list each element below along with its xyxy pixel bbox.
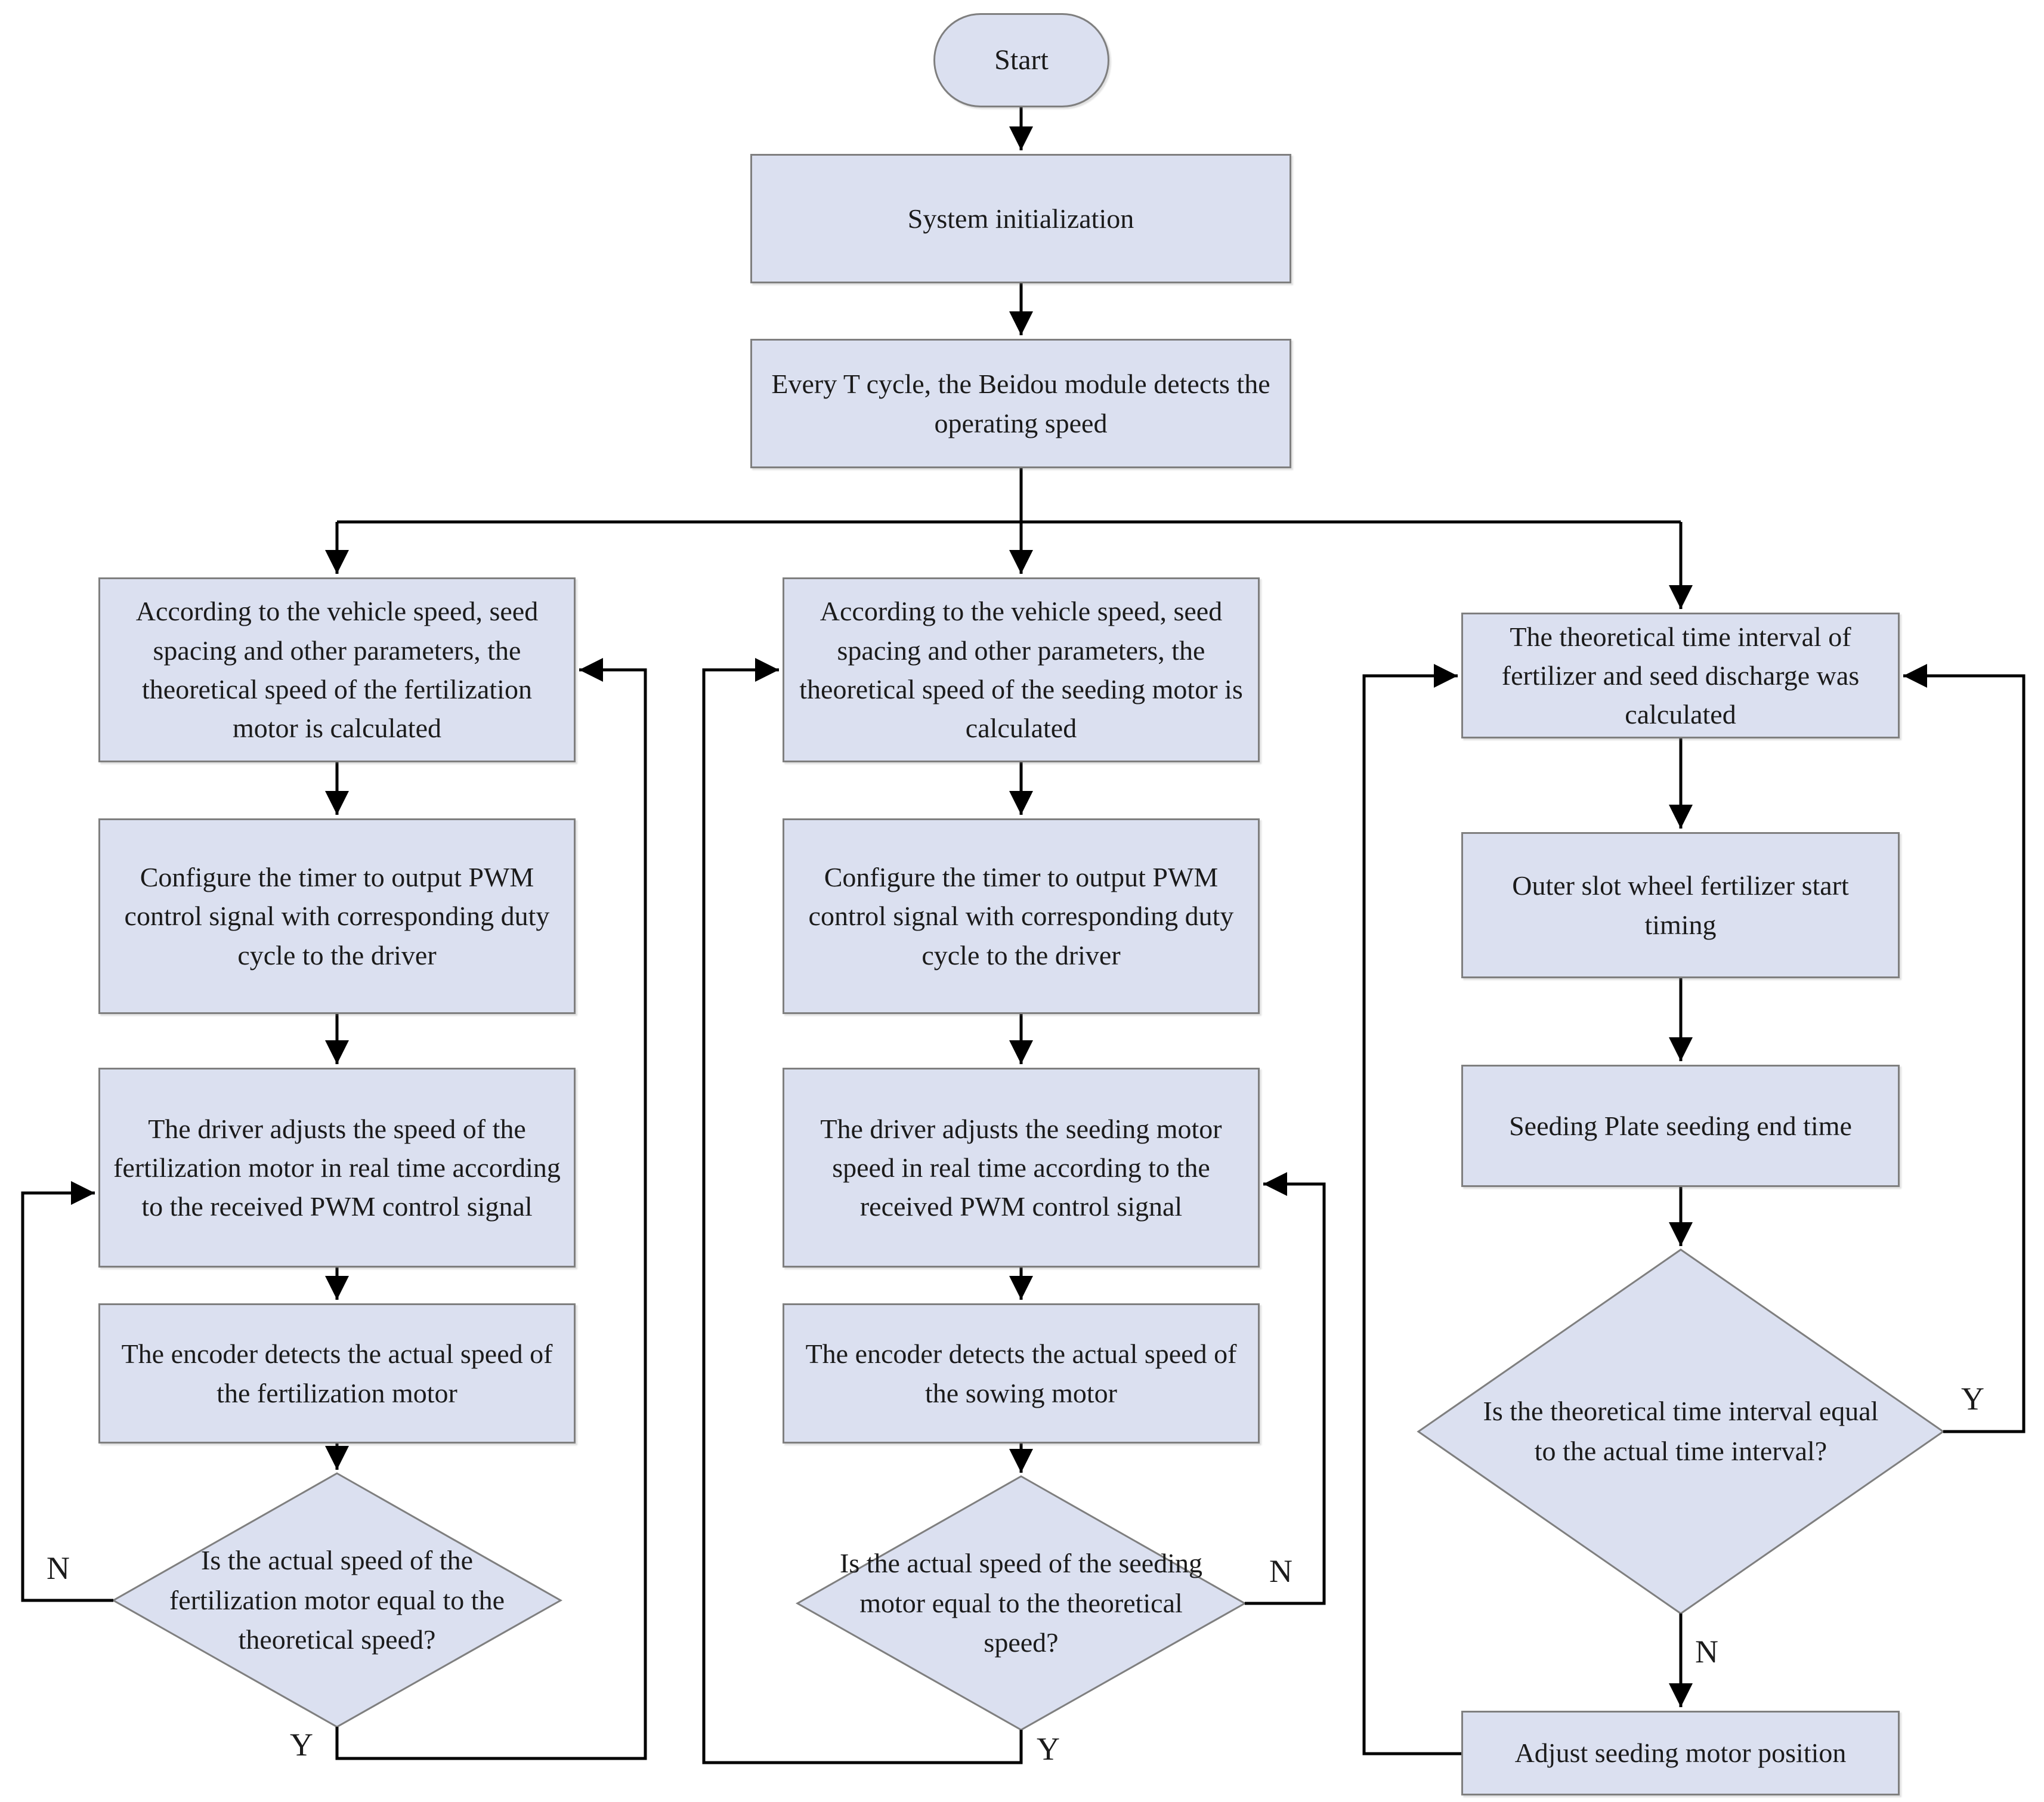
connector-fert-no-loop	[21, 1181, 113, 1602]
interval-decision-label: Is the theoretical time interval equal t…	[1483, 1396, 1879, 1466]
adjust-position-box: Adjust seeding motor position	[1461, 1711, 1900, 1795]
seed-yes-label: Y	[1037, 1731, 1060, 1767]
interval-calc-box: The theoretical time interval of fertili…	[1461, 613, 1900, 738]
connector-seed-no-loop	[1245, 1172, 1326, 1605]
seed-decision-label: Is the actual speed of the seeding motor…	[840, 1547, 1202, 1658]
interval-no-label: N	[1695, 1634, 1718, 1670]
seeding-plate-end-box: Seeding Plate seeding end time	[1461, 1065, 1900, 1187]
fert-calc-box: According to the vehicle speed, seed spa…	[98, 577, 576, 762]
start-terminator: Start	[933, 13, 1109, 107]
seed-calc-box: According to the vehicle speed, seed spa…	[783, 577, 1260, 762]
beidou-detect-box: Every T cycle, the Beidou module detects…	[750, 339, 1291, 468]
connector-interval-yes-loop	[1903, 664, 2026, 1433]
fert-no-label: N	[47, 1550, 70, 1586]
system-init-box: System initialization	[750, 154, 1291, 283]
outer-slot-wheel-box: Outer slot wheel fertilizer start timing	[1461, 832, 1900, 978]
seed-encoder-box: The encoder detects the actual speed of …	[783, 1303, 1260, 1444]
seed-driver-box: The driver adjusts the seeding motor spe…	[783, 1068, 1260, 1268]
fert-yes-label: Y	[290, 1727, 313, 1763]
seed-timer-box: Configure the timer to output PWM contro…	[783, 818, 1260, 1014]
seed-no-label: N	[1269, 1553, 1292, 1589]
fert-decision-label: Is the actual speed of the fertilization…	[169, 1544, 505, 1655]
connector-fert-yes-loop	[335, 658, 647, 1760]
connector-adjust-loop	[1362, 664, 1461, 1755]
fert-driver-box: The driver adjusts the speed of the fert…	[98, 1068, 576, 1268]
connector-seed-yes-loop	[702, 658, 1023, 1764]
interval-yes-label: Y	[1961, 1381, 1984, 1417]
fert-encoder-box: The encoder detects the actual speed of …	[98, 1303, 576, 1444]
fert-timer-box: Configure the timer to output PWM contro…	[98, 818, 576, 1014]
